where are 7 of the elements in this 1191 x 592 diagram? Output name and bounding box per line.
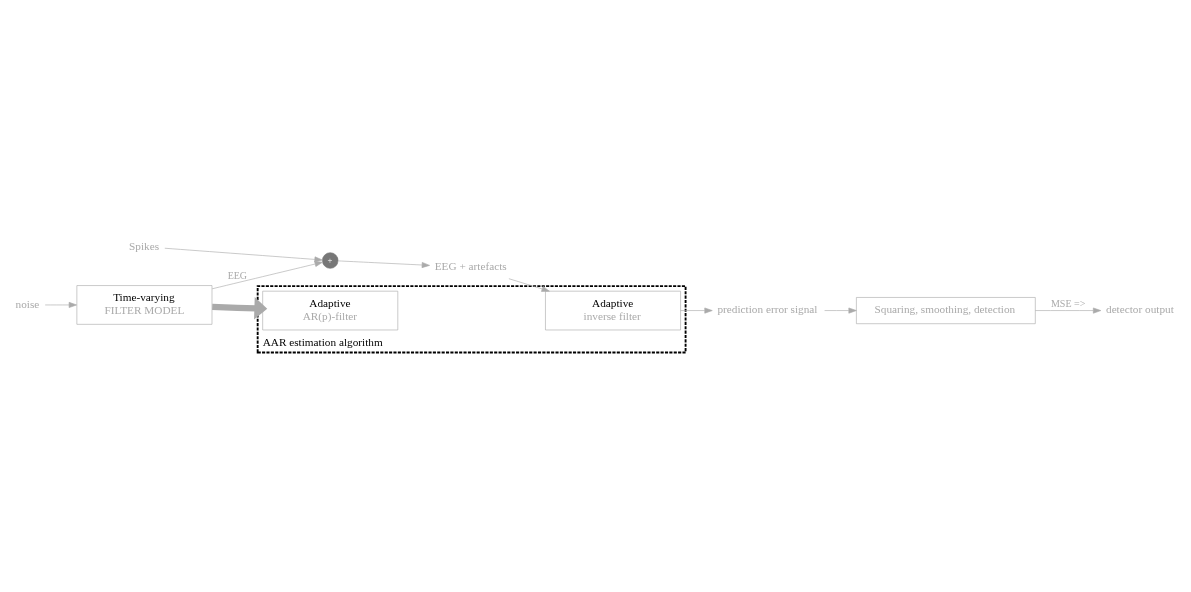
node-text: prediction error signal: [717, 302, 818, 315]
node-text: detector output: [1106, 302, 1174, 315]
node-text: noise: [15, 297, 40, 310]
node-text: EEG + artefacts: [434, 259, 507, 272]
node-text: Spikes: [129, 239, 160, 252]
edge-label: EEG: [227, 269, 248, 281]
edge-label: MSE =>: [1050, 297, 1086, 309]
